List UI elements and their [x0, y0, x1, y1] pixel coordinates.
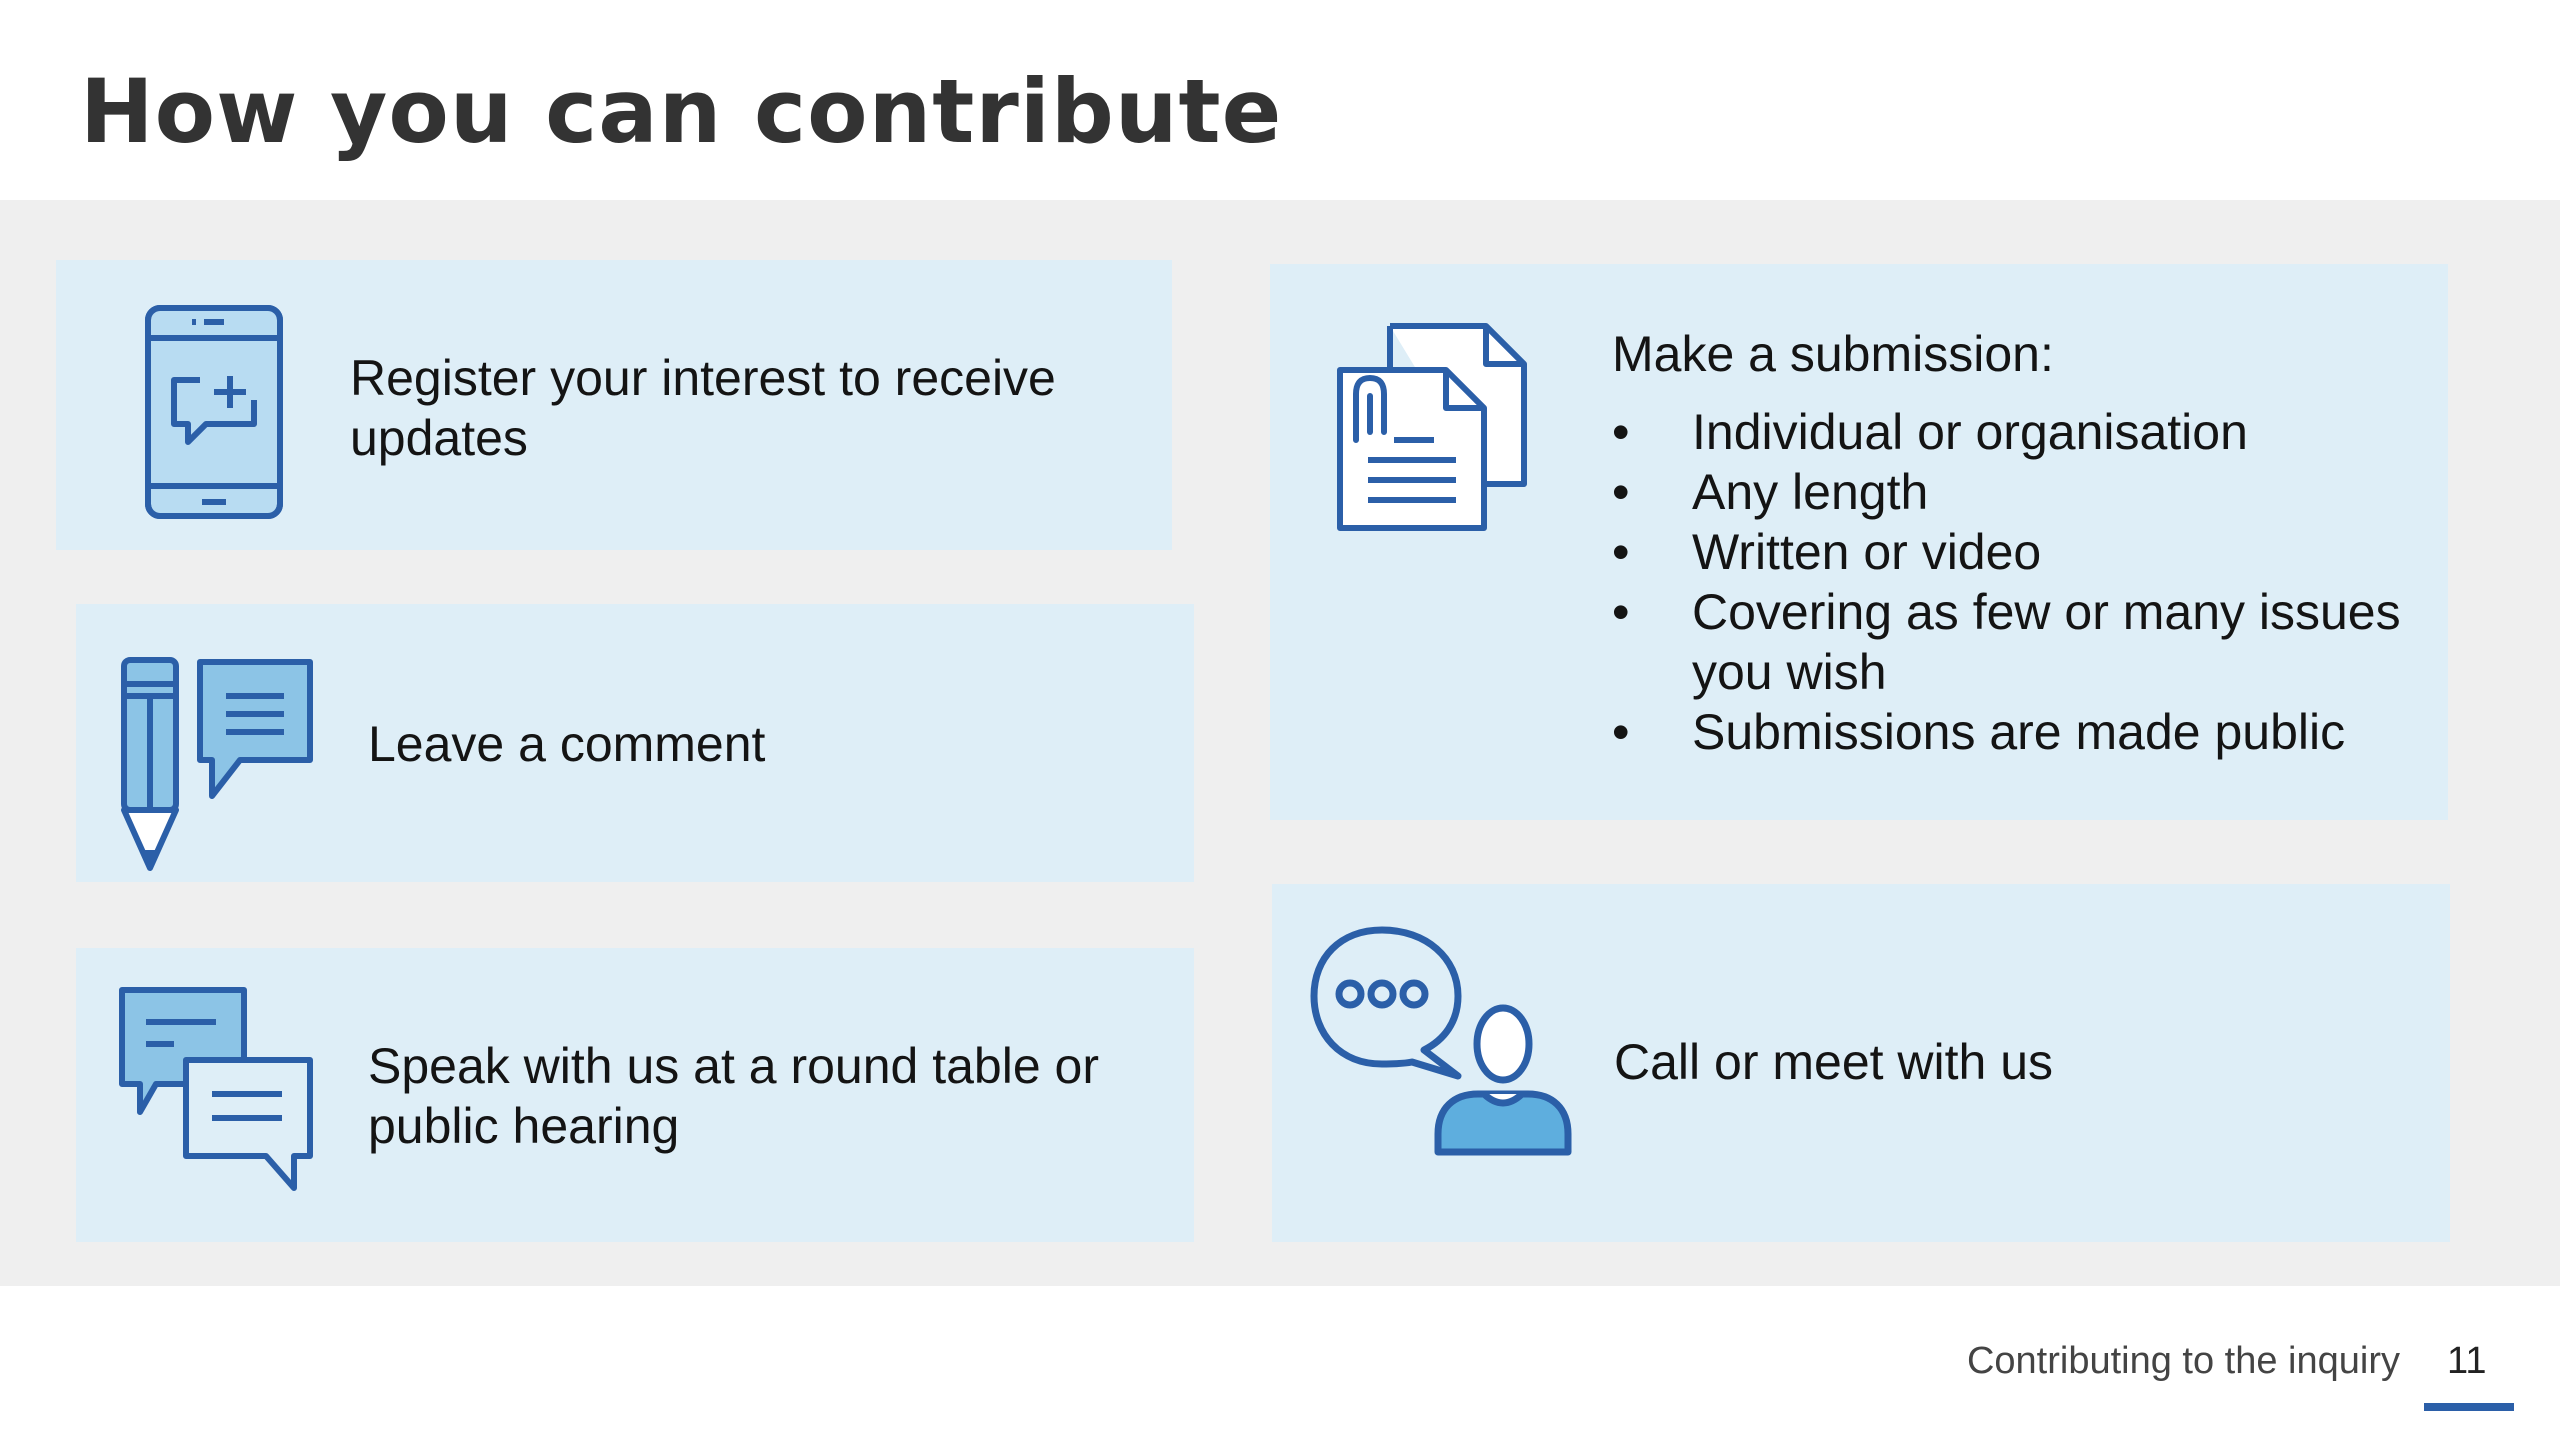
- card-leave-comment: Leave a comment: [76, 604, 1194, 882]
- list-item: • Covering as few or many issues you wish: [1612, 582, 2412, 702]
- page-number-underline: [2424, 1403, 2514, 1411]
- documents-paperclip-icon: [1334, 320, 1534, 536]
- page-number: 11: [2447, 1340, 2487, 1382]
- card-comment-text: Leave a comment: [368, 716, 766, 772]
- person-speech-bubble-icon: [1308, 924, 1588, 1164]
- card-call-meet: Call or meet with us: [1272, 884, 2450, 1242]
- bullet-icon: •: [1612, 584, 1630, 640]
- page-title: How you can contribute: [80, 60, 1283, 163]
- two-speech-bubbles-icon: [116, 984, 316, 1204]
- list-item: • Written or video: [1612, 522, 2412, 582]
- list-item: • Individual or organisation: [1612, 402, 2412, 462]
- card-register-interest: Register your interest to receive update…: [56, 260, 1172, 550]
- submission-content: Make a submission: • Individual or organi…: [1612, 324, 2412, 762]
- pencil-speech-bubble-icon: [120, 656, 320, 876]
- list-item: • Any length: [1612, 462, 2412, 522]
- submission-list: •Individual or organisation •Any length …: [1612, 402, 2412, 762]
- card-register-text: Register your interest to receive update…: [350, 350, 1056, 466]
- footer-section-title: Contributing to the inquiry: [1966, 1340, 2400, 1382]
- bullet-icon: •: [1612, 404, 1630, 460]
- card-make-submission: Make a submission: • Individual or organi…: [1270, 264, 2448, 820]
- submission-item-text: Individual or organisation: [1692, 404, 2248, 460]
- bullet-icon: •: [1612, 464, 1630, 520]
- bullet-icon: •: [1612, 704, 1630, 760]
- card-call-text: Call or meet with us: [1614, 1034, 2054, 1090]
- submission-item-text: Any length: [1692, 464, 1929, 520]
- submission-item-text: Submissions are made public: [1692, 704, 2346, 760]
- card-speak-with-us: Speak with us at a round table or public…: [76, 948, 1194, 1242]
- bullet-icon: •: [1612, 524, 1630, 580]
- list-item: • Submissions are made public: [1612, 702, 2412, 762]
- submission-item-text: Written or video: [1692, 524, 2042, 580]
- tablet-chat-plus-icon: [144, 304, 284, 520]
- card-speak-text: Speak with us at a round table or public…: [368, 1038, 1100, 1154]
- submission-item-text: Covering as few or many issues you wish: [1692, 584, 2401, 700]
- submission-heading: Make a submission:: [1612, 326, 2054, 382]
